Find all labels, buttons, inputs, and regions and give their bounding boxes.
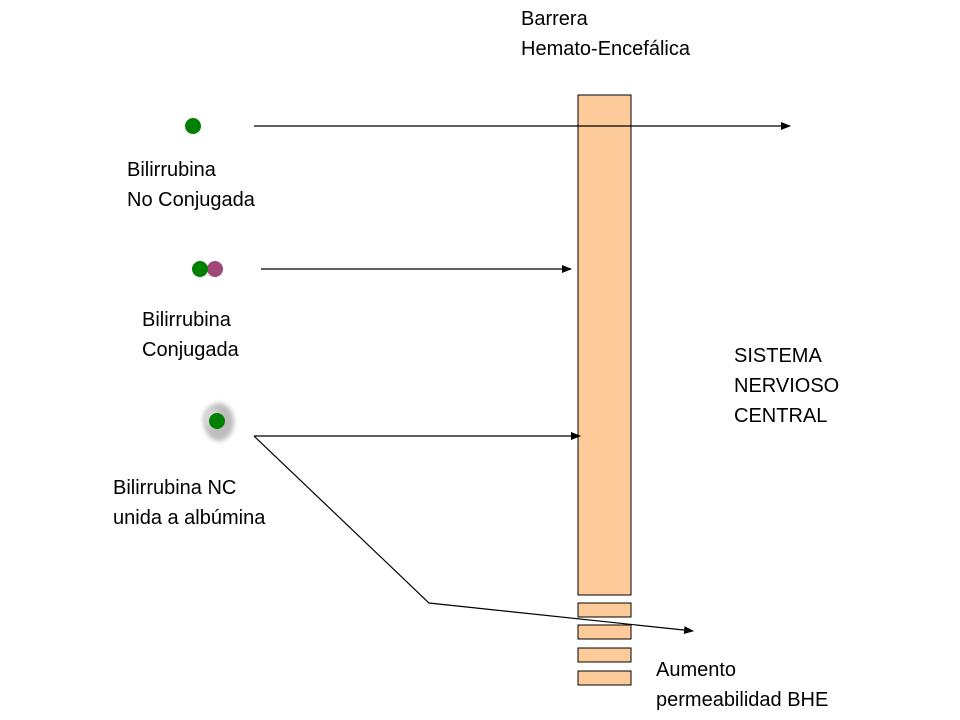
conjugate-dot xyxy=(207,261,223,277)
arrow-permeability xyxy=(253,435,694,635)
albumin-bound-bilirubin xyxy=(203,403,234,441)
permeability-label: Aumento permeabilidad BHE xyxy=(656,655,828,715)
conjugated-bilirubin-label: Bilirrubina Conjugada xyxy=(142,305,239,365)
albumin-label-line2: unida a albúmina xyxy=(113,507,266,529)
cns-label-line3: CENTRAL xyxy=(734,405,828,427)
unconjugated-bilirubin-label: Bilirrubina No Conjugada xyxy=(127,155,255,215)
barrier-segment xyxy=(577,602,632,618)
albumin-label-line1: Bilirrubina NC xyxy=(113,477,237,499)
barrier-segment xyxy=(577,624,632,640)
unconjugated-bilirubin-dot xyxy=(185,118,201,134)
conjugated-bilirubin-dot xyxy=(192,261,208,277)
barrier-segment xyxy=(577,670,632,686)
barrier-title-line2: Hemato-Encefálica xyxy=(521,38,690,60)
barrier-intact xyxy=(577,94,632,596)
unconjugated-label-line1: Bilirrubina xyxy=(127,159,216,181)
permeability-label-line2: permeabilidad BHE xyxy=(656,689,829,711)
barrier-title: Barrera Hemato-Encefálica xyxy=(521,4,690,64)
unconjugated-label-line2: No Conjugada xyxy=(127,189,255,211)
conjugated-label-line2: Conjugada xyxy=(142,339,239,361)
barrier-title-line1: Barrera xyxy=(521,8,588,30)
cns-label: SISTEMA NERVIOSO CENTRAL xyxy=(734,341,839,431)
permeability-label-line1: Aumento xyxy=(656,659,737,681)
albumin-bound-bilirubin-label: Bilirrubina NC unida a albúmina xyxy=(113,473,265,533)
cns-label-line2: NERVIOSO xyxy=(734,375,840,397)
cns-label-line1: SISTEMA xyxy=(734,345,822,367)
barrier-segment xyxy=(577,647,632,663)
conjugated-label-line1: Bilirrubina xyxy=(142,309,231,331)
